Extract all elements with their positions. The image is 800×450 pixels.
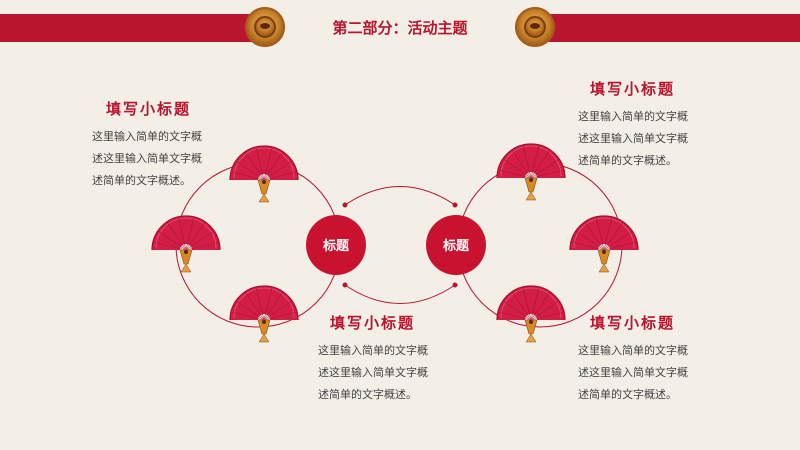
subtitle-bottom-middle: 填写小标题	[330, 314, 416, 332]
desc-line: 这里输入简单的文字概	[578, 344, 688, 357]
folding-fan-icon	[569, 215, 639, 273]
desc-line: 述简单的文字概述。	[578, 388, 677, 401]
desc-line: 述这里输入简单文字概	[578, 366, 688, 379]
header-bar-right	[536, 14, 800, 42]
center-disk-right	[426, 215, 486, 275]
center-label-left: 标题	[322, 238, 350, 254]
center-disk-left	[306, 215, 366, 275]
desc-line: 这里输入简单的文字概	[92, 130, 202, 143]
desc-line: 述简单的文字概述。	[318, 388, 417, 401]
desc-top-right: 这里输入简单的文字概 述这里输入简单文字概 述简单的文字概述。	[578, 106, 718, 172]
connector-top	[344, 186, 456, 206]
connector-bottom	[344, 284, 456, 304]
desc-line: 述简单的文字概述。	[578, 154, 677, 167]
lion-head-emblem-icon	[515, 7, 555, 47]
desc-bottom-middle: 这里输入简单的文字概 述这里输入简单文字概 述简单的文字概述。	[318, 340, 458, 406]
desc-bottom-right: 这里输入简单的文字概 述这里输入简单文字概 述简单的文字概述。	[578, 340, 718, 406]
header-bar-left	[0, 14, 258, 42]
folding-fan-icon	[151, 215, 221, 273]
lion-head-emblem-icon	[245, 7, 285, 47]
subtitle-bottom-right: 填写小标题	[590, 314, 676, 332]
folding-fan-icon	[229, 285, 299, 343]
folding-fan-icon	[496, 285, 566, 343]
desc-line: 这里输入简单的文字概	[318, 344, 428, 357]
desc-top-left: 这里输入简单的文字概 述这里输入简单文字概 述简单的文字概述。	[92, 126, 232, 192]
subtitle-top-left: 填写小标题	[106, 100, 192, 118]
folding-fan-icon	[496, 143, 566, 201]
desc-line: 述这里输入简单文字概	[318, 366, 428, 379]
desc-line: 述简单的文字概述。	[92, 174, 191, 187]
folding-fan-icon	[229, 145, 299, 203]
desc-line: 述这里输入简单文字概	[92, 152, 202, 165]
page-title: 第二部分：活动主题	[332, 19, 468, 37]
desc-line: 这里输入简单的文字概	[578, 110, 688, 123]
center-label-right: 标题	[442, 238, 470, 254]
desc-line: 述这里输入简单文字概	[578, 132, 688, 145]
subtitle-top-right: 填写小标题	[590, 80, 676, 98]
